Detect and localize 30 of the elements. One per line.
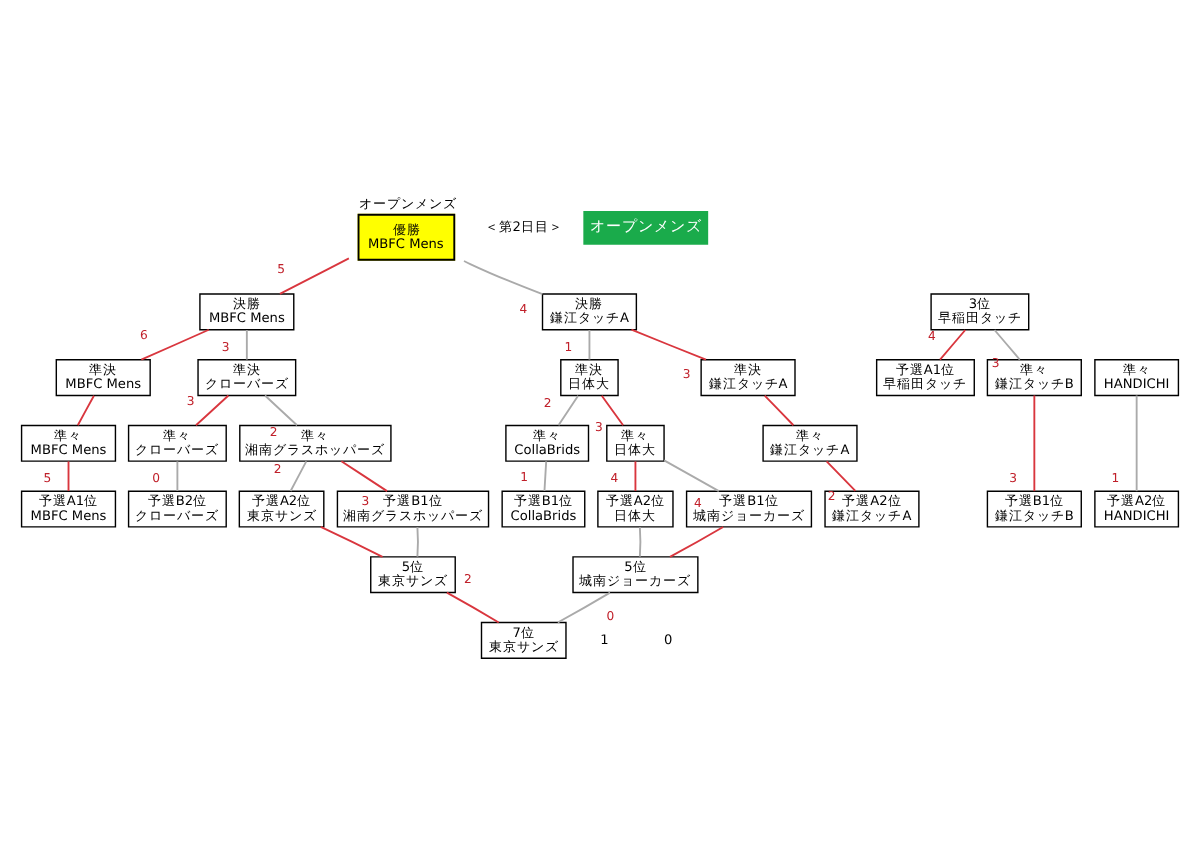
connector bbox=[588, 328, 591, 360]
connector bbox=[638, 525, 642, 557]
connector bbox=[140, 327, 210, 360]
connector bbox=[1033, 393, 1036, 492]
connector bbox=[763, 393, 795, 426]
connector bbox=[556, 590, 611, 623]
connector bbox=[1135, 393, 1138, 492]
connector bbox=[76, 393, 95, 426]
connector bbox=[600, 393, 625, 426]
connector bbox=[543, 459, 548, 491]
connector bbox=[669, 525, 725, 557]
connector bbox=[67, 459, 70, 491]
connector bbox=[195, 393, 230, 426]
connector bbox=[319, 524, 384, 557]
connector bbox=[264, 393, 298, 426]
connector bbox=[630, 327, 707, 360]
connector bbox=[993, 328, 1021, 360]
connector bbox=[278, 256, 350, 294]
connector bbox=[446, 590, 500, 623]
connector bbox=[825, 459, 857, 491]
connector bbox=[245, 328, 248, 360]
connector bbox=[634, 459, 637, 491]
connector bbox=[176, 459, 179, 491]
connector bbox=[416, 525, 419, 557]
connector bbox=[463, 259, 544, 294]
connector bbox=[289, 459, 308, 491]
connector bbox=[557, 393, 580, 426]
connector bbox=[340, 459, 388, 492]
connector bbox=[939, 328, 967, 360]
connector bbox=[663, 458, 720, 492]
